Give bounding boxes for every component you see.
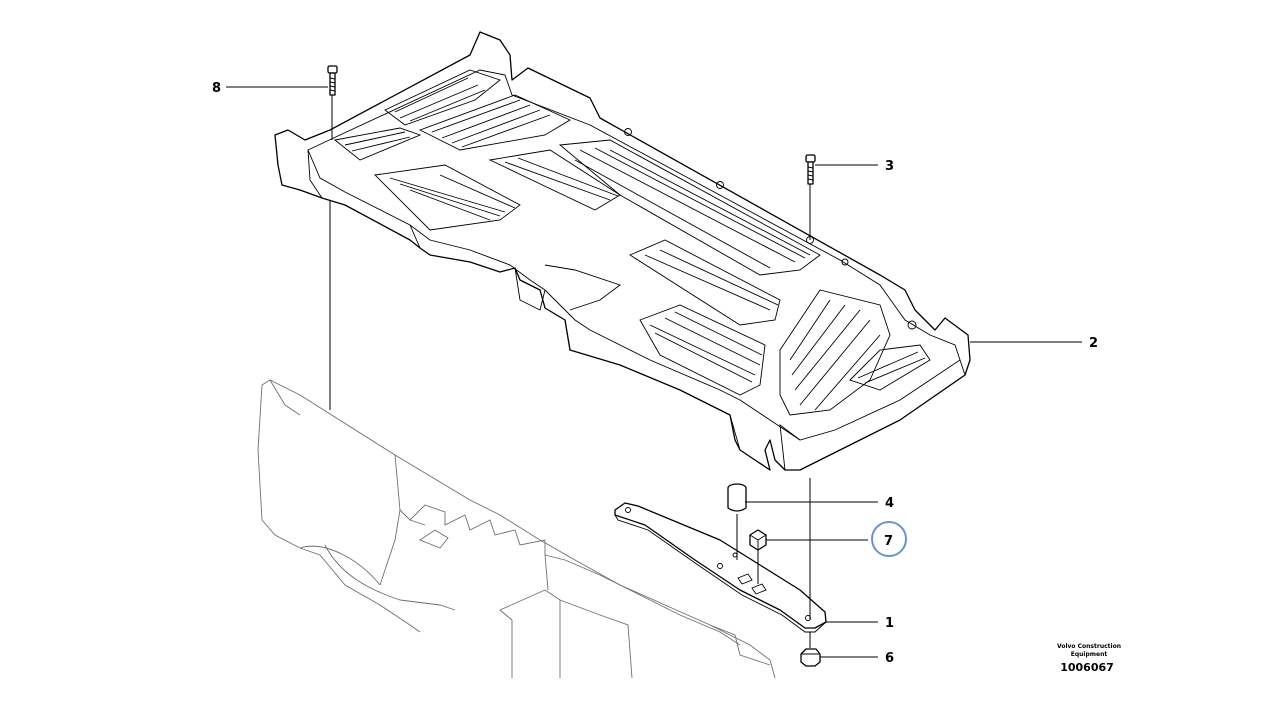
rubber-buffer-part <box>727 483 747 560</box>
callout-leaders <box>226 86 1082 658</box>
clip-nut-part <box>749 529 767 584</box>
callout-7[interactable]: 7 <box>884 534 893 549</box>
flange-nut-part <box>800 632 821 667</box>
brand-block: Volvo Construction Equipment 1006067 <box>1057 643 1121 674</box>
callout-2[interactable]: 2 <box>1089 336 1098 351</box>
callout-3[interactable]: 3 <box>885 159 894 174</box>
callout-7-highlight-ring <box>871 521 907 557</box>
support-bracket-part <box>614 502 827 633</box>
callout-6[interactable]: 6 <box>885 651 894 666</box>
bolt-part-8 <box>327 65 338 410</box>
drawing-number: 1006067 <box>1060 661 1114 674</box>
brand-line-2: Equipment <box>1071 651 1108 658</box>
callout-4[interactable]: 4 <box>885 496 894 511</box>
floor-plate-part <box>274 31 971 471</box>
cab-frame-part <box>257 379 776 679</box>
floor-ribs <box>333 69 931 416</box>
callout-8[interactable]: 8 <box>212 81 221 96</box>
brand-line-1: Volvo Construction <box>1057 643 1121 650</box>
callout-1[interactable]: 1 <box>885 616 894 631</box>
